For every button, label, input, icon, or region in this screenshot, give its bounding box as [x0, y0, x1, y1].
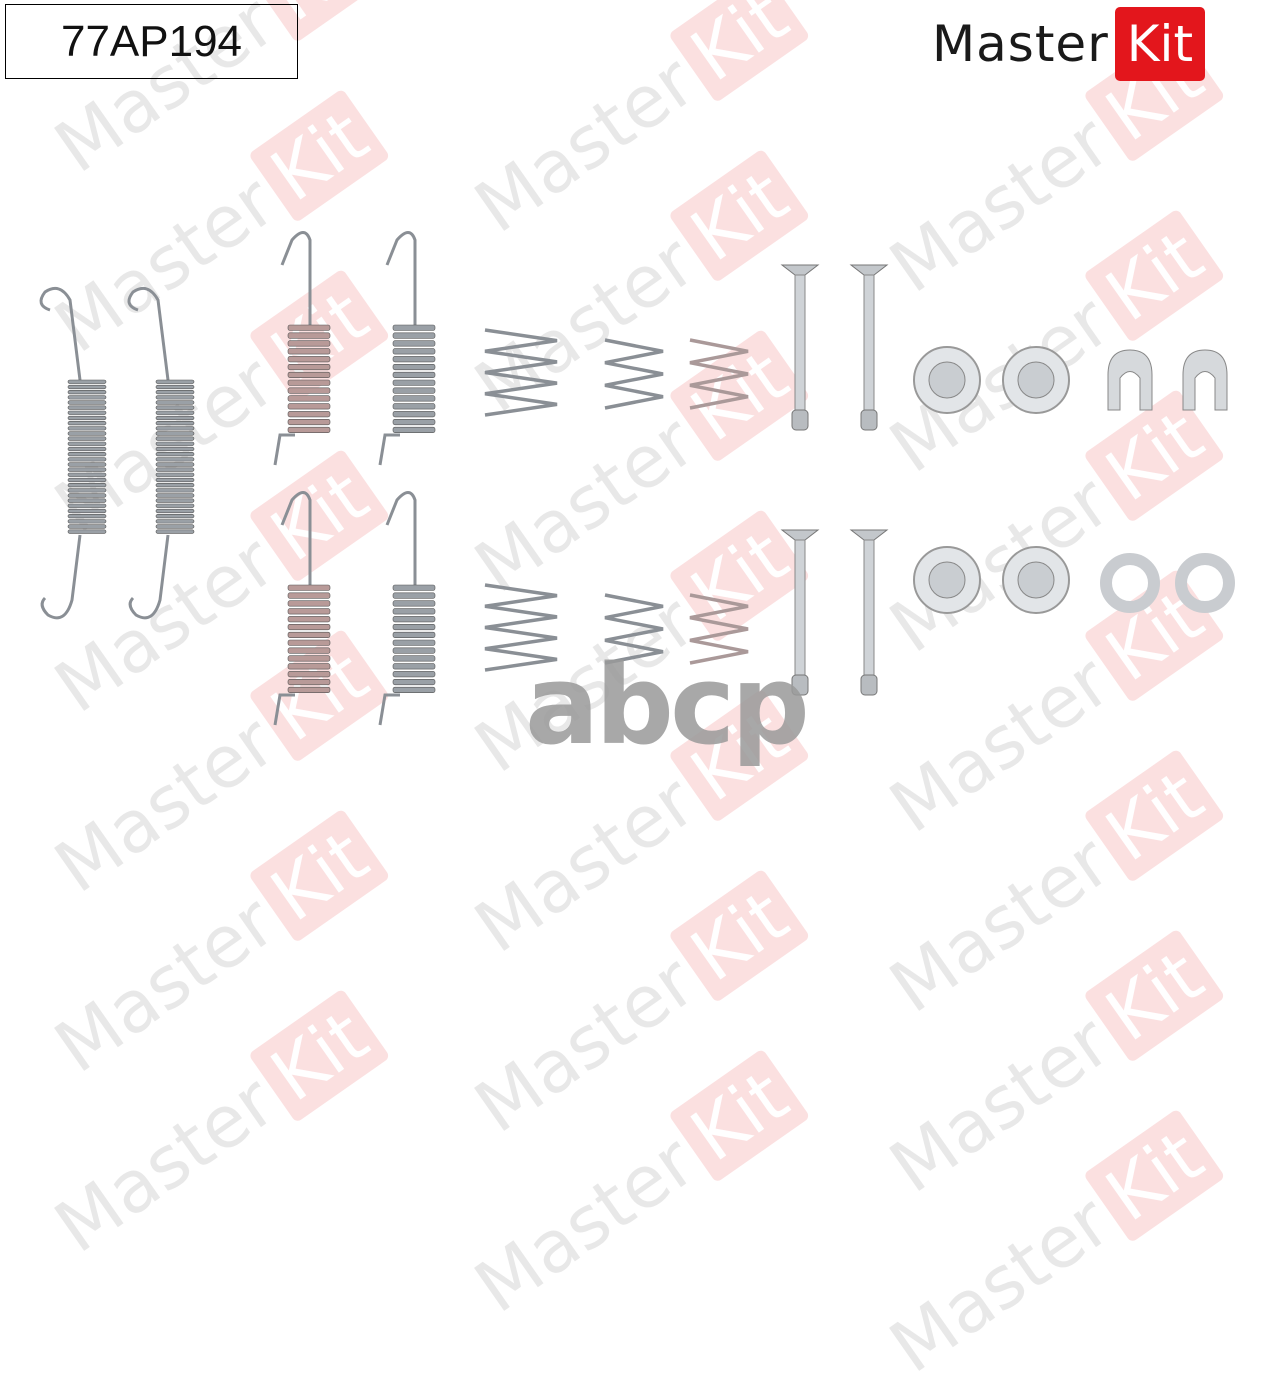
conical-spring	[484, 328, 558, 417]
spring-hook	[385, 491, 417, 585]
hooked-spring-coil	[392, 584, 436, 693]
pin-shaft	[863, 274, 875, 421]
watermark-master: Master	[875, 1178, 1125, 1389]
conical-spring	[484, 583, 558, 672]
spring-hook	[280, 231, 312, 325]
pin-head	[849, 264, 889, 276]
small-spring	[604, 338, 664, 410]
cup-washer-center	[1017, 561, 1055, 599]
cup-washer-center	[928, 561, 966, 599]
long-spring-coil	[155, 379, 195, 534]
pin-shaft	[794, 274, 806, 421]
watermark-master: Master	[875, 998, 1125, 1209]
pin-head	[849, 529, 889, 541]
brake-hardware-parts	[39, 231, 1235, 726]
pin-end	[860, 409, 878, 431]
hooked-spring-coil	[287, 584, 331, 693]
cup-washer-center	[1017, 361, 1055, 399]
small-spring	[604, 593, 664, 665]
pin-head	[780, 264, 820, 276]
hooked-spring-coil	[287, 324, 331, 433]
spring-hook	[273, 693, 295, 726]
spring-hook	[385, 231, 417, 325]
hooked-spring-coil	[392, 324, 436, 433]
watermark-master: Master	[460, 1118, 710, 1329]
masterkit-logo: Master Kit	[932, 7, 1206, 81]
spring-hook	[378, 693, 400, 726]
logo-master-text: Master	[932, 15, 1109, 73]
abcp-watermark: abcp	[525, 641, 810, 769]
logo-kit-badge: Kit	[1114, 7, 1206, 81]
pin-end	[791, 674, 809, 696]
ring-washer	[1100, 553, 1160, 613]
ring-washer	[1175, 553, 1235, 613]
spring-hook	[280, 491, 312, 585]
spring-hook	[40, 534, 82, 620]
spring-hook	[127, 286, 170, 381]
cup-washer-center	[928, 361, 966, 399]
spring-hook	[273, 433, 295, 466]
pin-head	[780, 529, 820, 541]
pin-end	[791, 409, 809, 431]
spring-hook	[39, 286, 82, 381]
watermark-master: Master	[40, 1058, 290, 1269]
watermark-kit: Kit	[667, 1048, 811, 1184]
part-number: 77AP194	[5, 4, 298, 79]
watermark-kit: Kit	[247, 988, 391, 1124]
watermark-kit: Kit	[1082, 1108, 1226, 1244]
pin-shaft	[863, 539, 875, 686]
watermark-master: Master	[460, 938, 710, 1149]
spring-hook	[128, 534, 170, 620]
long-spring-coil	[67, 379, 107, 534]
small-spring	[689, 593, 749, 665]
pin-end	[860, 674, 878, 696]
spring-hook	[378, 433, 400, 466]
u-clip	[1182, 349, 1228, 411]
small-spring	[689, 338, 749, 410]
u-clip	[1107, 349, 1153, 411]
